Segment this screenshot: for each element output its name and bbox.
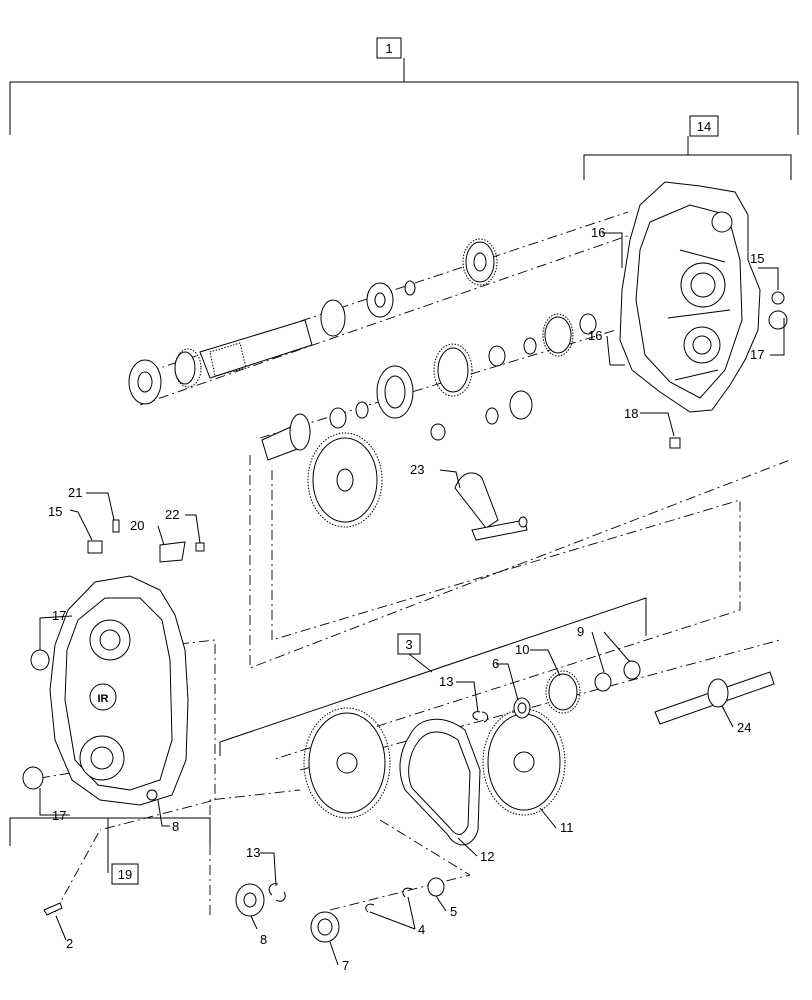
callout-12: 12 <box>480 849 494 864</box>
callout-17b: 17 <box>52 608 66 623</box>
callout-22: 22 <box>165 507 179 522</box>
callout-11: 11 <box>560 820 574 835</box>
assembly-bracket-3: 3 <box>219 597 647 756</box>
callout-16b: 16 <box>588 328 602 343</box>
right-housing-cover[interactable] <box>619 181 761 413</box>
callout-10: 10 <box>515 642 529 657</box>
callout-box-14[interactable] <box>689 115 719 137</box>
callout-16a: 16 <box>591 225 605 240</box>
assembly-bracket-14: 14 <box>583 115 792 180</box>
callout-1: 1 <box>385 41 392 56</box>
callout-3: 3 <box>405 637 412 652</box>
callout-7: 7 <box>342 958 349 973</box>
callout-20: 20 <box>130 518 144 533</box>
callout-18: 18 <box>624 406 638 421</box>
callout-19: 19 <box>118 867 132 882</box>
housing-logo <box>89 683 117 711</box>
callout-9: 9 <box>577 624 584 639</box>
callout-13a: 13 <box>439 674 453 689</box>
callout-2: 2 <box>66 936 73 951</box>
callout-5: 5 <box>450 904 457 919</box>
callout-labels: 16 15 16 17 18 23 21 15 20 22 17 17 8 9 … <box>48 225 764 973</box>
callout-21: 21 <box>68 485 82 500</box>
callout-17c: 17 <box>52 808 66 823</box>
callout-14: 14 <box>697 119 711 134</box>
callout-15b: 15 <box>48 504 62 519</box>
callout-24: 24 <box>737 720 751 735</box>
callout-23: 23 <box>410 462 424 477</box>
callout-box-1[interactable] <box>376 37 402 59</box>
callout-13b: 13 <box>246 845 260 860</box>
assembly-bracket-1: 1 <box>9 37 799 135</box>
callout-6: 6 <box>492 656 499 671</box>
callout-15a: 15 <box>750 251 764 266</box>
callout-8b: 8 <box>260 932 267 947</box>
callout-4: 4 <box>418 922 425 937</box>
assembly-bracket-19: 19 <box>9 817 211 885</box>
leader-lines <box>39 232 785 966</box>
lower-gear-train[interactable] <box>261 390 533 528</box>
housing-logo-text: IR <box>98 693 109 705</box>
left-housing-cover[interactable]: IR <box>49 575 189 806</box>
middle-gear-train[interactable] <box>376 313 597 419</box>
bottom-small-parts[interactable] <box>22 258 788 943</box>
lower-gear-assembly[interactable] <box>303 660 775 846</box>
callout-8a: 8 <box>172 819 179 834</box>
callout-17a: 17 <box>750 347 764 362</box>
upper-gear-train[interactable] <box>128 238 498 405</box>
callout-box-19[interactable] <box>111 863 139 885</box>
shift-fork[interactable] <box>454 472 528 541</box>
